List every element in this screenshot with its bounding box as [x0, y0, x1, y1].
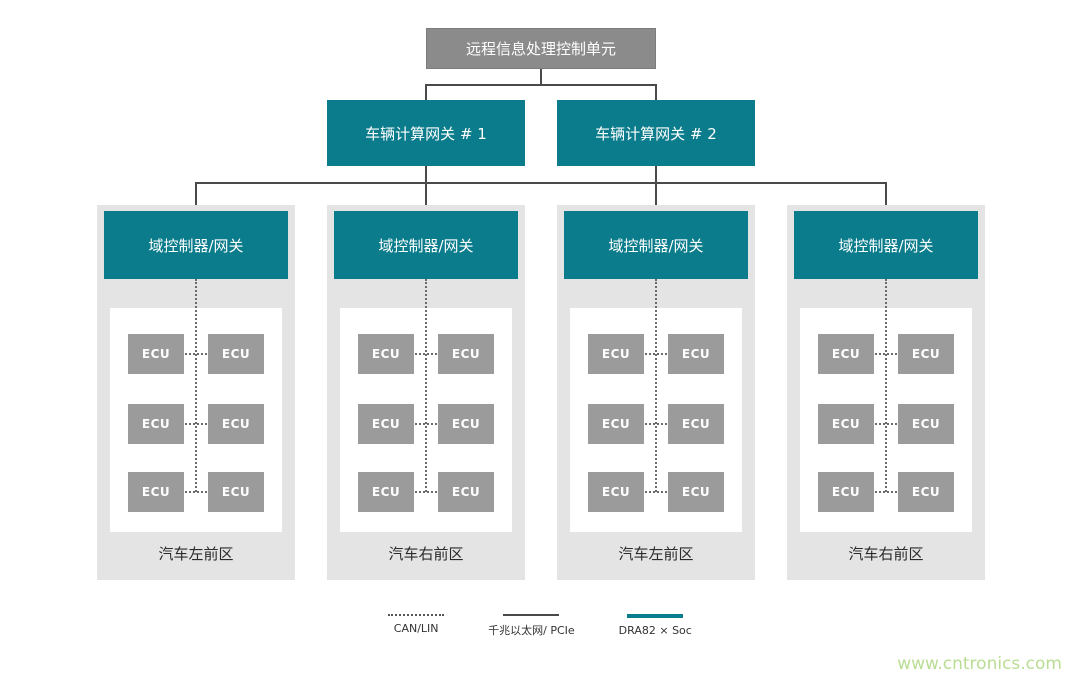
ecu-box: ECU — [818, 404, 874, 444]
ecu-box: ECU — [128, 404, 184, 444]
ecu-box: ECU — [588, 404, 644, 444]
ecu-box: ECU — [438, 334, 494, 374]
ecu-box: ECU — [438, 472, 494, 512]
domain-column-4: 域控制器/网关 ECU ECU ECU ECU ECU ECU 汽车右前区 — [787, 205, 985, 580]
zone-label: 汽车左前区 — [158, 545, 234, 563]
domain-controller-gateway-box: 域控制器/网关 — [794, 211, 978, 279]
domain-column-2: 域控制器/网关 ECU ECU ECU ECU ECU ECU 汽车右前区 — [327, 205, 525, 580]
ecu-box: ECU — [208, 404, 264, 444]
can-lin-dotted-line — [642, 491, 670, 493]
connector-line — [425, 166, 427, 183]
ecu-box: ECU — [898, 472, 954, 512]
ecu-box: ECU — [898, 334, 954, 374]
can-lin-dotted-line — [425, 279, 427, 492]
connector-line — [655, 182, 657, 206]
domain-column-3: 域控制器/网关 ECU ECU ECU ECU ECU ECU 汽车左前区 — [557, 205, 755, 580]
ecu-box: ECU — [898, 404, 954, 444]
connector-line — [195, 182, 197, 206]
ecu-box: ECU — [668, 404, 724, 444]
connector-line — [655, 166, 657, 183]
zone-label: 汽车右前区 — [388, 545, 464, 563]
domain-controller-gateway-box: 域控制器/网关 — [104, 211, 288, 279]
zone-label: 汽车右前区 — [848, 545, 924, 563]
ecu-box: ECU — [668, 334, 724, 374]
legend-label: 千兆以太网/ PCIe — [488, 624, 575, 637]
ecu-box: ECU — [668, 472, 724, 512]
connector-bus-line — [195, 182, 887, 184]
ecu-box: ECU — [818, 472, 874, 512]
watermark: www.cntronics.com — [897, 654, 1062, 674]
ecu-box: ECU — [358, 472, 414, 512]
connector-line — [425, 182, 427, 206]
legend-item-can-lin: CAN/LIN — [388, 614, 445, 635]
domain-controller-gateway-box: 域控制器/网关 — [564, 211, 748, 279]
connector-line — [540, 69, 542, 85]
teal-line-sample-icon — [627, 614, 684, 618]
ecu-box: ECU — [438, 404, 494, 444]
legend-item-dra82-soc: DRA82 × Soc — [619, 614, 692, 637]
connector-line — [425, 84, 657, 86]
domain-controller-gateway-box: 域控制器/网关 — [334, 211, 518, 279]
ecu-box: ECU — [358, 334, 414, 374]
vehicle-compute-gateway-2-box: 车辆计算网关 # 2 — [557, 100, 755, 166]
legend: CAN/LIN 千兆以太网/ PCIe DRA82 × Soc — [0, 614, 1080, 638]
can-lin-dotted-line — [885, 279, 887, 492]
can-lin-dotted-line — [412, 491, 440, 493]
connector-line — [655, 84, 657, 100]
ecu-box: ECU — [358, 404, 414, 444]
can-lin-dotted-line — [655, 279, 657, 492]
legend-item-ethernet-pcie: 千兆以太网/ PCIe — [488, 614, 575, 638]
connector-line — [425, 84, 427, 100]
can-lin-dotted-line — [195, 279, 197, 492]
domain-column-1: 域控制器/网关 ECU ECU ECU ECU ECU ECU 汽车左前区 — [97, 205, 295, 580]
zone-label: 汽车左前区 — [618, 545, 694, 563]
connector-line — [885, 182, 887, 206]
ecu-box: ECU — [208, 472, 264, 512]
ecu-box: ECU — [128, 472, 184, 512]
ecu-box: ECU — [588, 472, 644, 512]
legend-label: DRA82 × Soc — [618, 624, 692, 637]
can-lin-dotted-line — [872, 491, 900, 493]
ecu-box: ECU — [128, 334, 184, 374]
can-lin-dotted-line — [182, 491, 210, 493]
telematics-control-unit-box: 远程信息处理控制单元 — [426, 28, 656, 69]
legend-label: CAN/LIN — [393, 622, 439, 635]
dotted-line-sample-icon — [388, 614, 445, 616]
solid-line-sample-icon — [503, 614, 560, 616]
vehicle-compute-gateway-1-box: 车辆计算网关 # 1 — [327, 100, 525, 166]
ecu-box: ECU — [588, 334, 644, 374]
ecu-box: ECU — [208, 334, 264, 374]
ecu-box: ECU — [818, 334, 874, 374]
